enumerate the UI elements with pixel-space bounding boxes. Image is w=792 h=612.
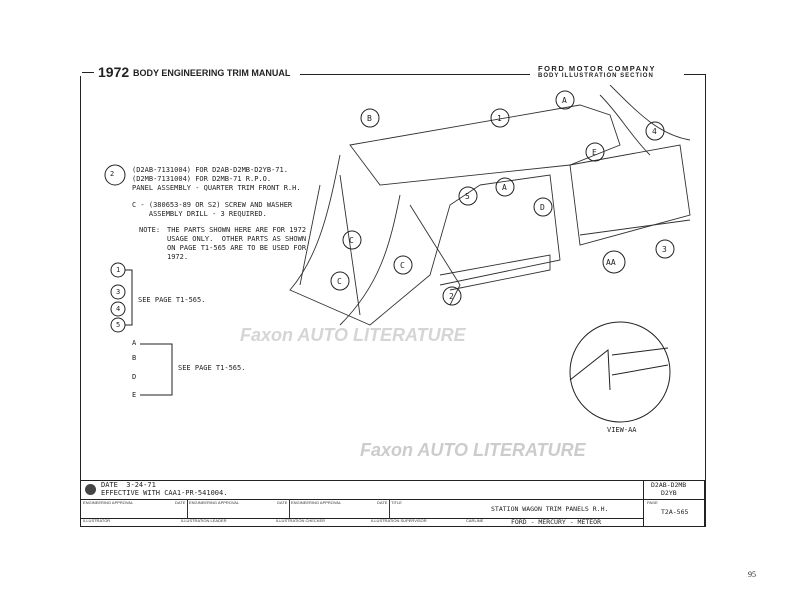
title-block-top-row: DATE 3-24-71 EFFECTIVE WITH CAA1-PR-5410… bbox=[81, 481, 704, 527]
illustration-row: ILLUSTRATOR ILLUSTRATION LEADER ILLUSTRA… bbox=[81, 518, 643, 527]
callout-a: A bbox=[502, 183, 507, 192]
model-code: D2AB-D2MB bbox=[651, 481, 687, 489]
ford-seal-icon bbox=[85, 484, 96, 495]
callout-2: 2 bbox=[449, 292, 454, 301]
legend-letters-see-page: SEE PAGE T1-565. bbox=[178, 364, 246, 372]
date: DATE 3-24-71 bbox=[101, 481, 156, 489]
header-rule bbox=[300, 74, 530, 75]
model-code-2: D2YB bbox=[661, 489, 677, 497]
header-rule-left bbox=[82, 72, 94, 73]
carline-label: CARLINE bbox=[466, 518, 484, 523]
illustration-leader-label: ILLUSTRATION LEADER bbox=[181, 518, 227, 523]
callout-1: 1 bbox=[497, 114, 502, 123]
view-aa-label: VIEW-AA bbox=[607, 426, 637, 434]
title-block: DATE 3-24-71 EFFECTIVE WITH CAA1-PR-5410… bbox=[80, 480, 705, 527]
engineering-approval-label: ENGINEERING APPROVAL bbox=[83, 500, 134, 505]
frame-right bbox=[684, 74, 706, 527]
legend-number-5: 5 bbox=[116, 321, 121, 329]
legend-letter-e: E bbox=[132, 391, 137, 399]
header-section: BODY ILLUSTRATION SECTION bbox=[538, 73, 654, 79]
note-line-1: THE PARTS SHOWN HERE ARE FOR 1972 bbox=[167, 226, 307, 234]
callout-circle-2 bbox=[104, 164, 126, 186]
header-company: FORD MOTOR COMPANY bbox=[538, 64, 656, 73]
callout-4: 4 bbox=[652, 127, 657, 136]
note-label: NOTE: bbox=[139, 226, 161, 234]
effective: EFFECTIVE WITH CAA1-PR-541004. bbox=[101, 489, 228, 497]
legend-letter-a: A bbox=[132, 339, 137, 347]
legend-numbers-see-page: SEE PAGE T1-565. bbox=[138, 296, 206, 304]
divider bbox=[643, 481, 644, 527]
screw-line-1: C - (380653-89 OR S2) SCREW AND WASHER bbox=[132, 201, 293, 209]
callout-5: 5 bbox=[465, 192, 470, 201]
engineering-approval-label: ENGINEERING APPROVAL bbox=[291, 500, 342, 505]
trim-panel-illustration bbox=[289, 85, 691, 326]
page-code: T2A-565 bbox=[661, 508, 689, 516]
drawing-title: STATION WAGON TRIM PANELS R.H. bbox=[491, 505, 609, 513]
watermark: Faxon AUTO LITERATURE bbox=[360, 440, 586, 460]
legend-number-1: 1 bbox=[116, 266, 121, 274]
callout-b: B bbox=[367, 114, 372, 123]
illustrator-label: ILLUSTRATOR bbox=[83, 518, 111, 523]
carline: FORD - MERCURY - METEOR bbox=[511, 518, 602, 526]
illustration-checker-label: ILLUSTRATION CHECKER bbox=[276, 518, 326, 523]
callout-c-3: C bbox=[337, 277, 342, 286]
note-line-4: 1972. bbox=[167, 253, 189, 261]
note-line-3: ON PAGE T1-565 ARE TO BE USED FOR bbox=[167, 244, 307, 252]
callout-e: E bbox=[592, 148, 597, 157]
legend-letter-d: D bbox=[132, 373, 137, 381]
title-label: TITLE bbox=[391, 500, 402, 505]
note-line-2: USAGE ONLY. OTHER PARTS AS SHOWN bbox=[167, 235, 307, 243]
note-callout: 2 bbox=[110, 170, 115, 178]
part-line-3: PANEL ASSEMBLY - QUARTER TRIM FRONT R.H. bbox=[132, 184, 301, 192]
callout-a-top: A bbox=[562, 96, 567, 105]
legend-number-bracket bbox=[110, 262, 133, 333]
date-label: DATE bbox=[377, 500, 388, 505]
screw-line-2: ASSEMBLY DRILL - 3 REQUIRED. bbox=[132, 210, 267, 218]
date-label: DATE bbox=[175, 500, 186, 505]
frame-left bbox=[80, 76, 81, 526]
callout-c-2: C bbox=[400, 261, 405, 270]
part-line-1: (D2AB-7131004) FOR D2AB-D2MB-D2YB-71. bbox=[132, 166, 288, 174]
page-label: PAGE bbox=[647, 500, 658, 505]
page-number: 95 bbox=[748, 570, 756, 579]
callout-c-1: C bbox=[349, 236, 354, 245]
callout-d: D bbox=[540, 203, 545, 212]
illustration-supervisor-label: ILLUSTRATION SUPERVISOR bbox=[371, 518, 427, 523]
legend-letter-b: B bbox=[132, 354, 137, 362]
date-label: DATE bbox=[277, 500, 288, 505]
callout-aa: AA bbox=[606, 258, 616, 267]
legend-number-4: 4 bbox=[116, 305, 121, 313]
header-title: BODY ENGINEERING TRIM MANUAL bbox=[133, 68, 291, 78]
part-line-2: (D2MB-7131004) FOR D2MB-71 R.P.O. bbox=[132, 175, 272, 183]
callout-3: 3 bbox=[662, 245, 667, 254]
legend-letter-bracket bbox=[140, 343, 173, 396]
legend-number-3: 3 bbox=[116, 288, 121, 296]
header-year: 1972 bbox=[98, 64, 130, 80]
watermark: Faxon AUTO LITERATURE bbox=[240, 325, 466, 345]
engineering-approval-label: ENGINEERING APPROVAL bbox=[189, 500, 240, 505]
